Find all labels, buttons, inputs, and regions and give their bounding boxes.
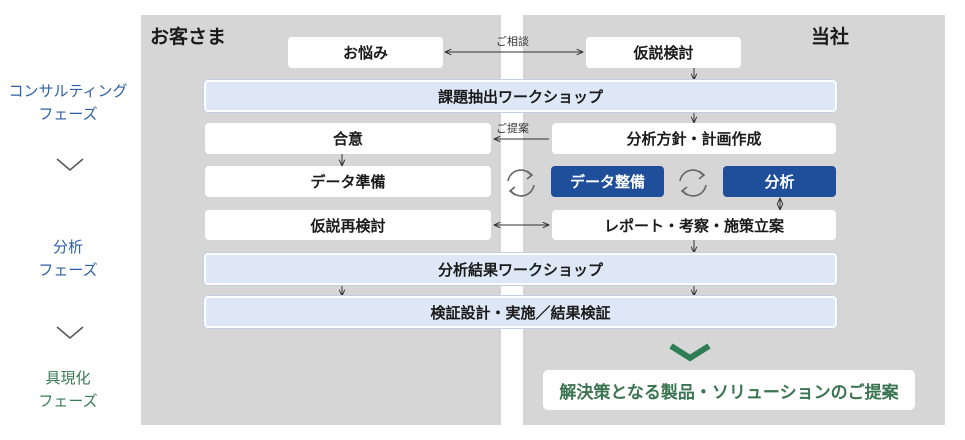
result-chevron-icon bbox=[669, 343, 711, 362]
phase-consulting-line1: コンサルティング bbox=[8, 82, 128, 100]
phase-realization: 具現化 フェーズ bbox=[0, 367, 136, 413]
phase-realization-line2: フェーズ bbox=[38, 392, 98, 410]
report-box: レポート・考察・施策立案 bbox=[552, 210, 836, 240]
solution-box: 解決策となる製品・ソリューションのご提案 bbox=[543, 370, 915, 410]
verification-box: 検証設計・実施／結果検証 bbox=[204, 296, 837, 328]
phase-consulting: コンサルティング フェーズ bbox=[0, 80, 136, 126]
phase-realization-line1: 具現化 bbox=[45, 369, 91, 387]
chevron-down-icon bbox=[56, 158, 84, 171]
issue-workshop-box: 課題抽出ワークショップ bbox=[204, 80, 837, 112]
cycle-icon bbox=[679, 169, 707, 197]
agreement-box: 合意 bbox=[205, 123, 491, 154]
company-header: 当社 bbox=[811, 26, 850, 48]
phase-consulting-line2: フェーズ bbox=[38, 105, 98, 123]
hypothesis-review-box: 仮説再検討 bbox=[205, 210, 491, 240]
phase-analysis-line1: 分析 bbox=[52, 238, 83, 256]
concern-box: お悩み bbox=[288, 37, 443, 68]
analysis-box: 分析 bbox=[723, 166, 836, 197]
phase-analysis: 分析 フェーズ bbox=[0, 236, 136, 282]
analysis-plan-box: 分析方針・計画作成 bbox=[552, 123, 836, 154]
proposal-note: ご提案 bbox=[496, 122, 529, 135]
customer-header: お客さま bbox=[150, 26, 227, 48]
phase-analysis-line2: フェーズ bbox=[38, 261, 98, 279]
consultation-note: ご相談 bbox=[496, 35, 529, 48]
data-prep-box: データ準備 bbox=[205, 166, 491, 197]
hypothesis-box: 仮説検討 bbox=[586, 37, 741, 68]
data-cleansing-box: データ整備 bbox=[551, 166, 664, 197]
chevron-down-icon bbox=[56, 326, 84, 339]
results-workshop-box: 分析結果ワークショップ bbox=[204, 253, 837, 285]
cycle-icon bbox=[507, 169, 535, 197]
